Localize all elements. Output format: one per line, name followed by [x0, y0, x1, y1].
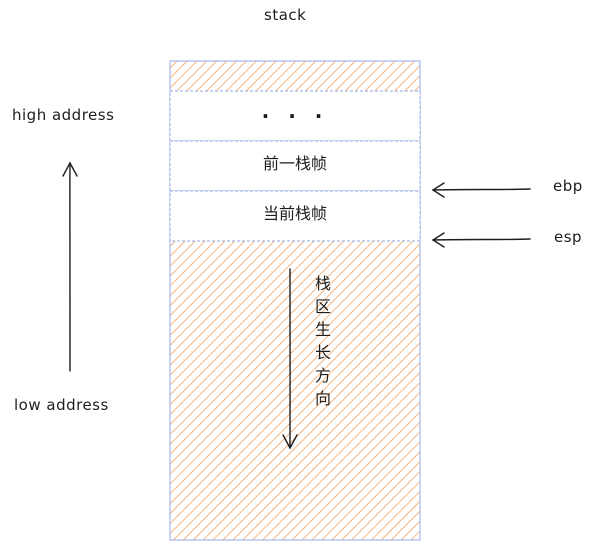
growth-char: 区: [314, 297, 331, 316]
address-axis-arrow: [62, 161, 78, 372]
ellipsis-text: · · ·: [261, 104, 329, 128]
growth-direction-label: 栈 区 生 长 方 向: [313, 272, 333, 410]
growth-char: 长: [314, 343, 331, 362]
growth-direction-arrow: [282, 268, 298, 450]
growth-char: 生: [314, 320, 331, 339]
ebp-pointer-arrow: [431, 182, 531, 198]
stack-outline: [169, 60, 421, 541]
growth-char: 向: [314, 389, 331, 408]
high-address-label: high address: [12, 106, 115, 124]
stack-free-hatched-region: [170, 241, 420, 540]
low-address-label: low address: [14, 396, 109, 414]
esp-pointer-arrow: [431, 232, 531, 248]
growth-char: 方: [314, 366, 331, 385]
previous-frame-label: 前一栈帧: [262, 154, 327, 173]
previous-frame-cell: [169, 140, 421, 192]
current-frame-cell: [169, 190, 421, 242]
stack-top-hatched-region: [170, 61, 420, 91]
esp-label: esp: [554, 228, 583, 246]
stack-title: stack: [264, 6, 307, 24]
ebp-label: ebp: [553, 177, 583, 195]
current-frame-label: 当前栈帧: [262, 204, 327, 223]
growth-char: 栈: [314, 274, 331, 293]
